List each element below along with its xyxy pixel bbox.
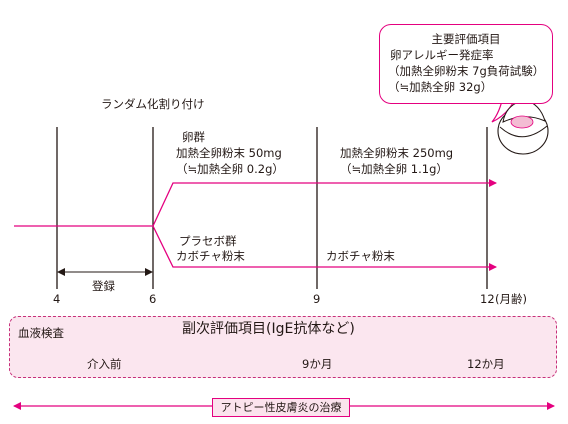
month12-label: 12か月 [467, 357, 505, 371]
placebo-group-early: カボチャ粉末 [176, 249, 245, 263]
tick-label-4: 4 [53, 292, 61, 306]
primary-endpoint-line2: （加熱全卵粉末 7g負荷試験） [388, 64, 545, 78]
tick-label-12: 12 [480, 292, 495, 306]
egg-group-late-dose: 加熱全卵粉末 250mg [340, 146, 454, 160]
placebo-group-arrow [152, 225, 497, 271]
axis-unit: (月齢) [495, 292, 527, 306]
placebo-group-label: プラセボ群 [179, 234, 237, 248]
primary-endpoint-line1: 卵アレルギー発症率 [390, 48, 494, 62]
randomization-label: ランダム化割り付け [101, 97, 205, 111]
egg-group-label: 卵群 [182, 130, 205, 144]
blood-test-label: 血液検査 [18, 326, 64, 340]
egg-group-arrow [152, 179, 497, 227]
placebo-group-late: カボチャ粉末 [326, 249, 395, 263]
primary-endpoint-title: 主要評価項目 [431, 32, 501, 46]
pre-intervention-label: 介入前 [87, 357, 122, 371]
atopy-treatment-label: アトピー性皮膚炎の治療 [212, 398, 350, 417]
egg-group-early-dose: 加熱全卵粉末 50mg [176, 146, 282, 160]
egg-group-early-equiv: （≒加熱全卵 0.2g） [176, 162, 284, 176]
primary-endpoint-box [379, 24, 553, 104]
secondary-endpoint-title: 副次評価項目(IgE抗体など) [182, 321, 355, 337]
primary-endpoint-line3: （≒加熱全卵 32g） [388, 80, 493, 94]
tick-label-6: 6 [149, 292, 157, 306]
secondary-endpoint-panel [9, 316, 557, 378]
egg-icon [497, 99, 549, 155]
egg-group-late-equiv: （≒加熱全卵 1.1g） [340, 162, 448, 176]
tick-label-9: 9 [313, 292, 321, 306]
enrollment-label: 登録 [92, 279, 115, 293]
month9-label: 9か月 [302, 357, 333, 371]
